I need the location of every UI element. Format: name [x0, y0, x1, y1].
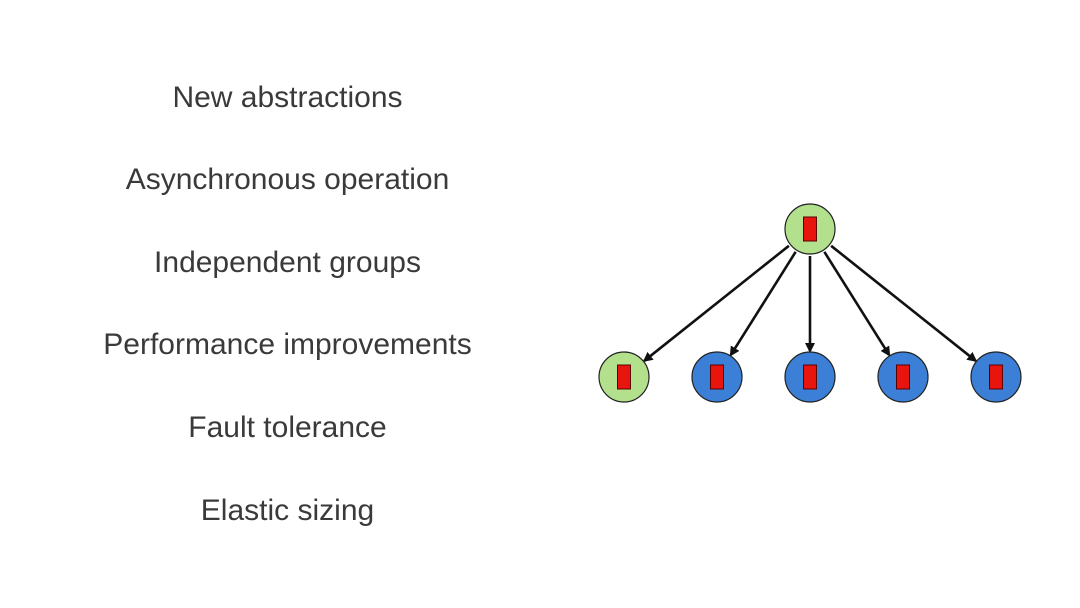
bullet-item: Fault tolerance [188, 411, 387, 444]
child-node-1 [691, 351, 743, 403]
task-box [710, 364, 724, 390]
bullet-item: Asynchronous operation [125, 163, 450, 196]
bullet-item: Performance improvements [103, 328, 472, 361]
bullet-item: New abstractions [172, 81, 403, 114]
bullet-item: Elastic sizing [200, 494, 375, 527]
child-node-0 [598, 351, 650, 403]
bullet-list: New abstractions Asynchronous operation … [40, 0, 535, 608]
arrow-edge-4 [830, 244, 978, 363]
task-box [617, 364, 631, 390]
group-diagram [580, 190, 1040, 430]
task-box [989, 364, 1003, 390]
task-box [896, 364, 910, 390]
child-node-4 [970, 351, 1022, 403]
child-node-2 [784, 351, 836, 403]
task-box [803, 216, 817, 242]
arrow-edge-3 [823, 251, 891, 357]
task-box [803, 364, 817, 390]
arrow-edge-1 [729, 251, 797, 357]
bullet-item: Independent groups [154, 246, 421, 279]
child-node-3 [877, 351, 929, 403]
root-node [784, 203, 836, 255]
edges [642, 244, 978, 363]
diagram-canvas [598, 203, 1022, 403]
nodes [598, 203, 1022, 403]
arrow-edge-0 [642, 244, 790, 363]
